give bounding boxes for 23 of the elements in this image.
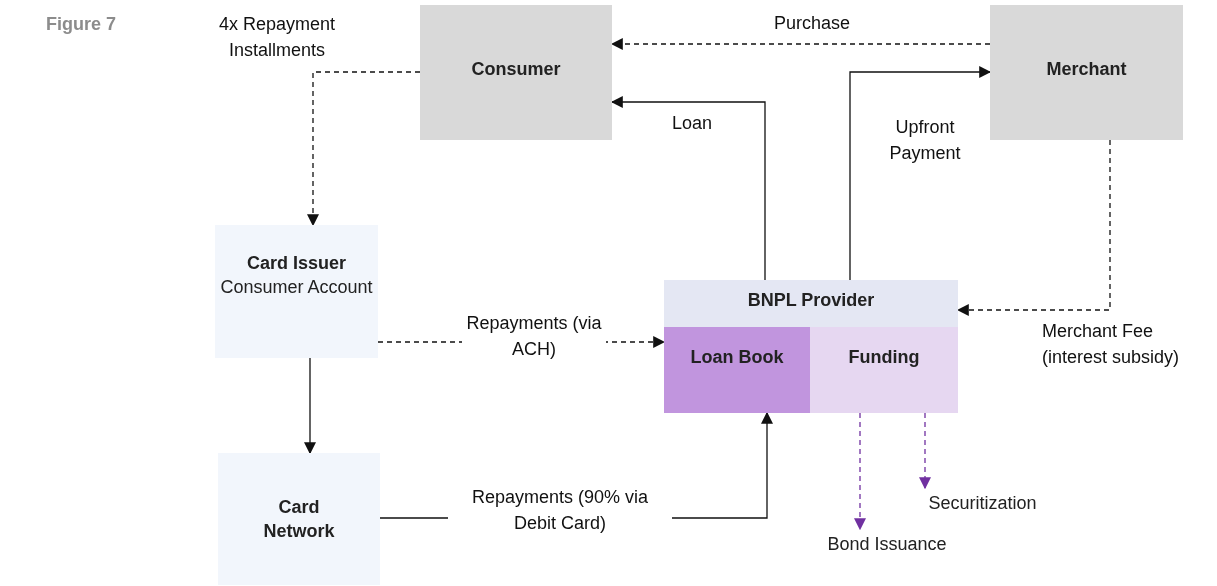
process-box [810, 327, 958, 413]
box-title: BNPL Provider [747, 289, 875, 312]
box-text: Bond Issuance [827, 532, 947, 556]
arrow [304, 357, 316, 455]
arrow [307, 71, 421, 227]
arrow [849, 66, 992, 281]
process-box [990, 5, 1183, 140]
box-title: Card Network [262, 495, 336, 543]
process-box [215, 225, 378, 358]
box-title: Loan Book [690, 346, 784, 369]
process-box [664, 327, 810, 413]
process-box [664, 280, 958, 413]
box-title: Merchant [1046, 58, 1127, 81]
arrow [919, 412, 931, 490]
process-box [218, 453, 380, 585]
box-text: Securitization [928, 491, 1037, 515]
box-title: Consumer [471, 58, 561, 81]
arrow [854, 412, 866, 531]
box-text: Consumer Account [220, 276, 373, 300]
box-title: Funding [848, 346, 920, 369]
figure-label: Figure 7 [46, 14, 116, 35]
process-box [420, 5, 612, 140]
box-title: Card Issuer [246, 252, 346, 275]
